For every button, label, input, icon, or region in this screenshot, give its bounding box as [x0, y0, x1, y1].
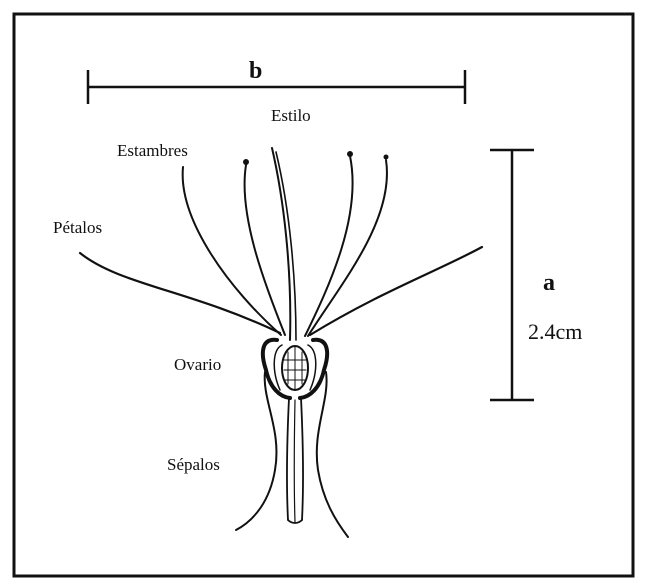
label-sepalos: Sépalos [167, 455, 220, 474]
dimension-b-label: b [249, 58, 262, 84]
dimension-a [490, 150, 534, 400]
label-petalos: Pétalos [53, 218, 102, 237]
stalk-left [287, 398, 289, 520]
stamen-1 [183, 167, 281, 335]
label-estilo: Estilo [271, 106, 311, 125]
stamen-4 [308, 160, 387, 336]
cup-right [300, 340, 327, 398]
ovary-detail [284, 347, 306, 390]
stalk-right [301, 398, 303, 520]
sepal-left [236, 372, 276, 530]
sepal-right [317, 372, 348, 537]
stamen-3 [305, 156, 353, 336]
dimension-a-label: a [543, 270, 555, 296]
petal-left [80, 253, 280, 333]
anther-1 [243, 159, 249, 165]
dimension-a-value: 2.4cm [528, 319, 582, 344]
label-ovario: Ovario [174, 355, 221, 374]
stalk-inner [294, 400, 295, 522]
petal-right [310, 247, 482, 335]
flower-illustration [80, 148, 482, 537]
cup-left [263, 340, 290, 398]
anther-2 [347, 151, 353, 157]
stamen-2 [245, 165, 285, 335]
label-estambres: Estambres [117, 141, 188, 160]
dimension-b [88, 70, 465, 104]
anther-3 [384, 155, 389, 160]
cup-inner-right [308, 345, 316, 390]
cup-inner-left [274, 345, 282, 390]
